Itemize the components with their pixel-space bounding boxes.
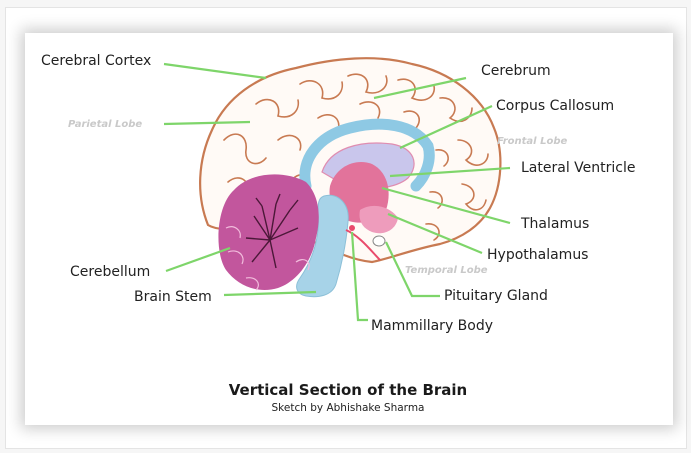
diagram-credit: Sketch by Abhishake Sharma xyxy=(272,402,425,414)
pituitary-gland xyxy=(373,236,385,246)
diagram-title: Vertical Section of the Brain xyxy=(229,381,468,399)
lobe-label-temporal: Temporal Lobe xyxy=(405,265,488,276)
label-thalamus: Thalamus xyxy=(520,216,589,232)
label-cerebral-cortex: Cerebral Cortex xyxy=(41,53,151,69)
lobe-label-parietal: Parietal Lobe xyxy=(68,119,142,130)
label-cerebellum: Cerebellum xyxy=(70,264,150,280)
label-cerebrum: Cerebrum xyxy=(481,63,551,79)
label-pituitary-gland: Pituitary Gland xyxy=(444,288,548,304)
lobe-label-frontal: Frontal Lobe xyxy=(497,136,567,147)
label-corpus-callosum: Corpus Callosum xyxy=(496,98,614,114)
label-mammillary-body: Mammillary Body xyxy=(371,318,493,334)
label-lateral-ventricle: Lateral Ventricle xyxy=(521,160,635,176)
label-brain-stem: Brain Stem xyxy=(134,289,212,305)
mammillary-body xyxy=(349,225,355,231)
label-hypothalamus: Hypothalamus xyxy=(487,247,588,263)
